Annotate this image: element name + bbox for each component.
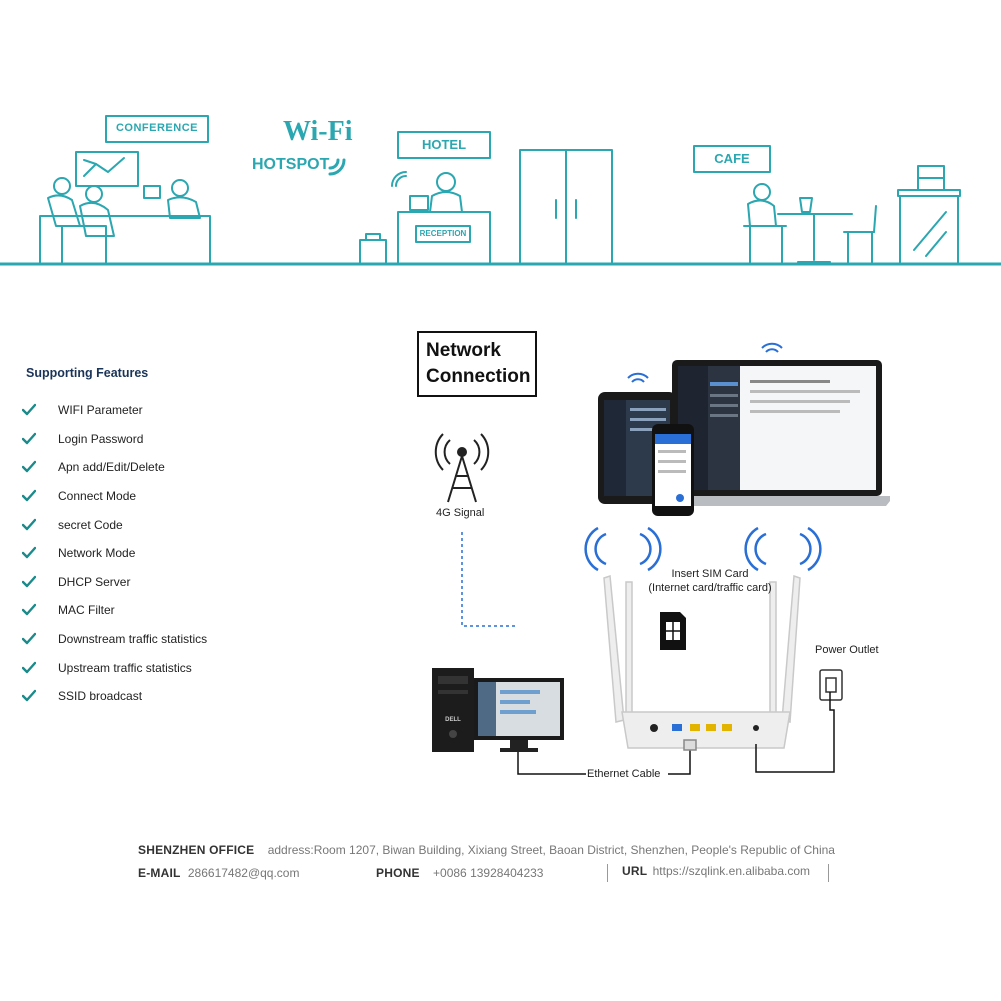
signal-path [461,532,518,627]
sim-label-line-2: (Internet card/traffic card) [648,582,772,594]
ethernet-cable [517,739,697,775]
office-label: SHENZHEN OFFICE [138,843,255,857]
feature-item-label: Upstream traffic statistics [58,660,192,675]
check-icon [22,661,36,673]
cafe-label: CAFE [714,151,750,166]
phone-icon [652,424,694,516]
router-ports [650,724,759,732]
wireless-waves-icon [584,526,822,572]
hotspot-label: HOTSPOT [252,156,330,173]
network-connection-diagram [417,331,890,775]
router-icon [603,574,801,749]
url-label: URL [622,864,648,878]
power-outlet-label: Power Outlet [815,644,879,656]
hotel-label: HOTEL [421,137,467,152]
footer-separator [607,864,608,882]
title-line-1: Network [426,340,501,361]
email-label: E-MAIL [138,866,181,880]
url-row: URL https://szqlink.en.alibaba.com [622,864,810,878]
check-icon [22,632,36,645]
feature-item: Network Mode [22,539,207,568]
phone-row: PHONE +0086 13928404233 [376,866,543,880]
feature-item: DHCP Server [22,568,207,597]
sim-label-line-1: Insert SIM Card [671,568,749,580]
feature-item: Downstream traffic statistics [22,625,207,654]
feature-item-label: SSID broadcast [58,689,143,704]
feature-item-label: Login Password [58,431,144,446]
check-icon [22,575,36,588]
feature-item: secret Code [22,510,207,539]
feature-item: Connect Mode [22,482,207,511]
feature-item: MAC Filter [22,596,207,625]
sim-label: Insert SIM Card (Internet card/traffic c… [620,567,800,595]
venue-banner-illustration [0,115,1001,266]
check-icon [22,690,36,702]
phone-label: PHONE [376,866,420,880]
cafe-scene [693,145,961,265]
feature-item: Login Password [22,425,207,454]
footer-separator-end [828,864,829,882]
title-box [417,331,537,397]
feature-item: SSID broadcast [22,682,207,711]
ethernet-cable-label: Ethernet Cable [587,768,661,780]
feature-item: WIFI Parameter [22,396,207,425]
check-icon [22,489,36,502]
email-value: 286617482@qq.com [187,866,300,880]
hotel-scene [359,131,613,265]
features-title: Supporting Features [26,366,149,380]
feature-item-label: secret Code [58,517,123,532]
check-icon [22,432,36,445]
feature-item-label: Connect Mode [58,489,137,504]
check-icon [22,604,36,616]
feature-item-label: DHCP Server [58,574,131,589]
check-icon [22,518,36,530]
feature-item: Upstream traffic statistics [22,653,207,682]
conference-scene [39,115,211,265]
wifi-icon [627,342,783,383]
feature-item: Apn add/Edit/Delete [22,453,207,482]
network-connection-title: Network Connection [426,338,531,390]
feature-item-label: Downstream traffic statistics [58,632,208,647]
sim-card-icon [660,612,686,650]
cell-tower-icon [434,433,490,503]
pc-brand-label: DELL [445,717,461,723]
feature-item-label: Network Mode [58,546,136,561]
feature-item-label: MAC Filter [58,603,115,618]
check-icon [22,461,36,473]
check-icon [22,547,36,559]
wifi-logo-text: Wi-Fi [283,116,353,147]
reception-label: RECEPTION [419,229,467,238]
feature-item-label: WIFI Parameter [58,403,143,418]
office-address: address:Room 1207, Biwan Building, Xixia… [267,843,835,857]
title-line-2: Connection [426,366,531,387]
conference-label: CONFERENCE [115,122,198,134]
email-row: E-MAIL 286617482@qq.com [138,866,299,880]
url-link[interactable]: https://szqlink.en.alibaba.com [652,864,811,878]
signal-label: 4G Signal [436,507,485,519]
office-address-row: SHENZHEN OFFICE address:Room 1207, Biwan… [138,843,835,857]
power-outlet-icon [755,669,843,773]
check-icon [22,404,36,416]
phone-value: +0086 13928404233 [433,866,544,880]
desktop-pc-icon [432,668,564,752]
laptop-icon [660,360,890,506]
feature-item-label: Apn add/Edit/Delete [58,460,165,475]
